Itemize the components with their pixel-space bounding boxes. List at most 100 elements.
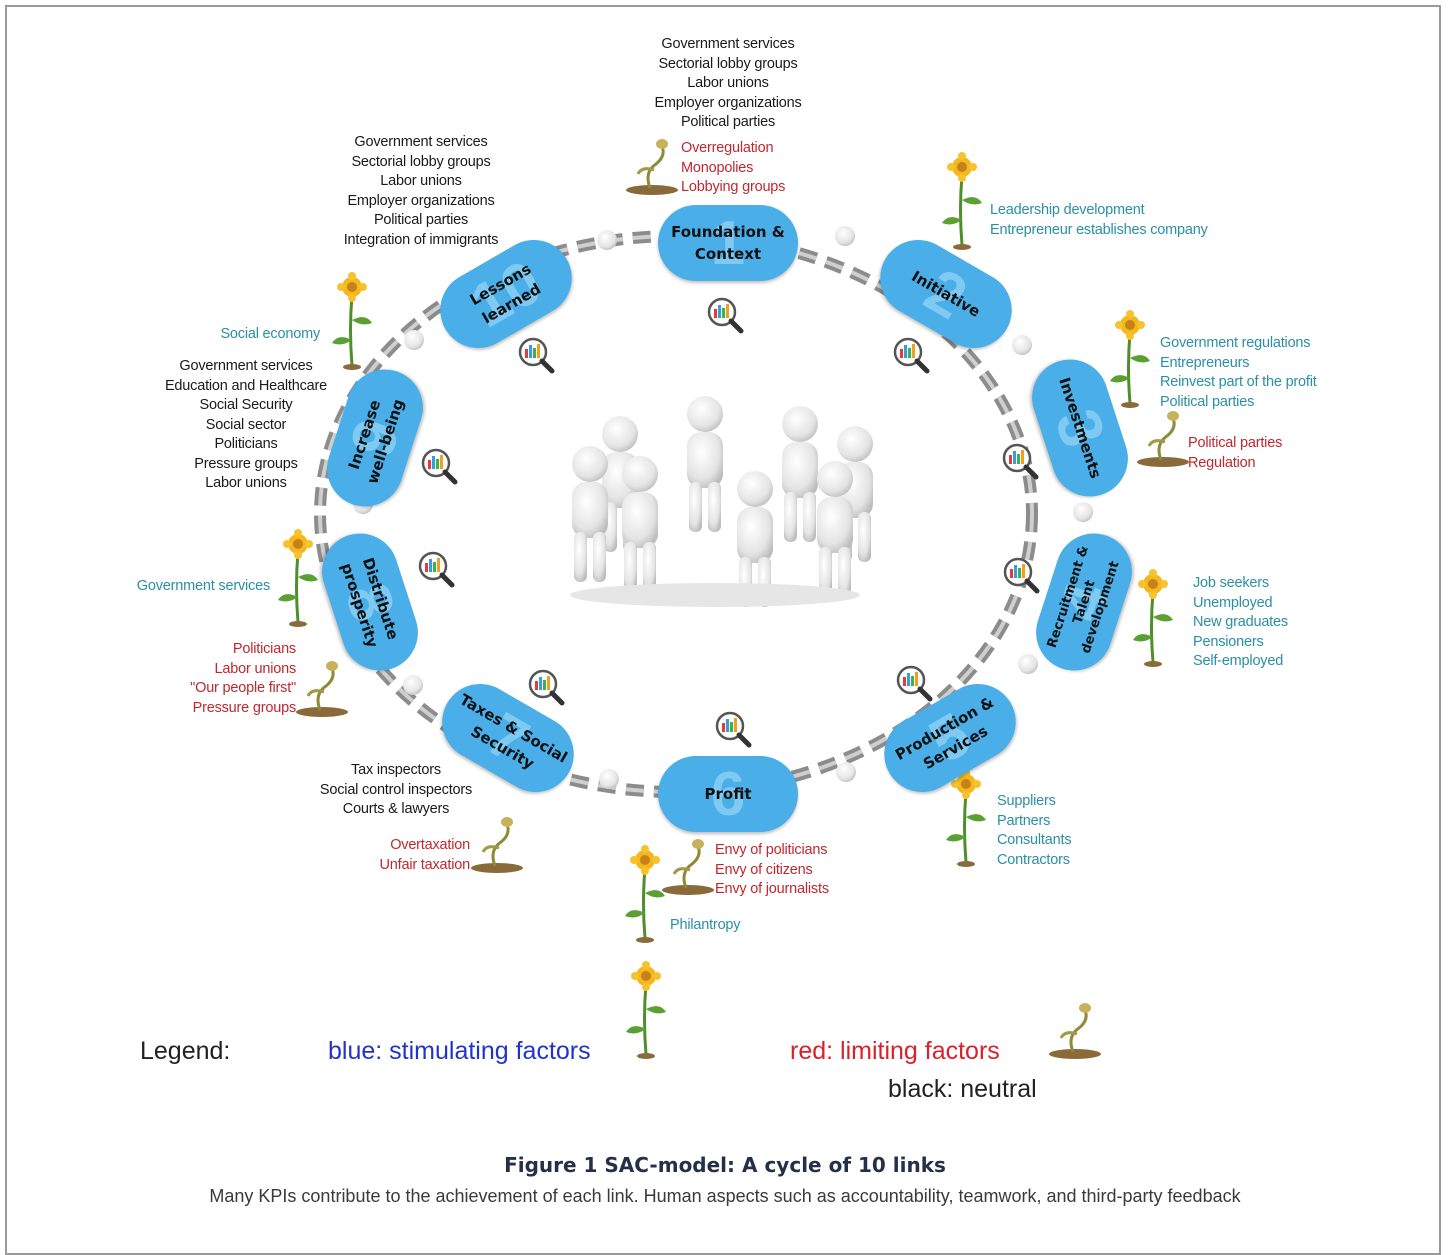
wilted-plant-icon xyxy=(1135,409,1191,469)
magnifier-icon xyxy=(423,450,455,482)
person-figure xyxy=(572,446,608,582)
factor-item: Education and Healthcare xyxy=(164,377,328,394)
factor-item: Overregulation xyxy=(681,140,774,156)
factors-link-6-stimulating: Philantropy xyxy=(670,916,741,936)
magnifier-icon xyxy=(530,671,562,703)
factor-item: Labor unions xyxy=(214,660,297,677)
factor-item: Labor unions xyxy=(687,75,769,91)
factor-item: Social control inspectors xyxy=(319,781,473,798)
person-figure xyxy=(622,456,658,592)
factor-item: Political parties xyxy=(1188,435,1283,451)
factor-item: Unfair taxation xyxy=(379,856,471,873)
factor-item: Unemployed xyxy=(1193,594,1273,611)
flower-icon xyxy=(330,270,374,372)
factor-item: Politicians xyxy=(214,436,278,452)
legend-stimulating: blue: stimulating factors xyxy=(328,1037,591,1065)
flower-icon xyxy=(1131,567,1175,669)
factor-item: Government services xyxy=(354,134,488,150)
flower-icon xyxy=(623,843,667,945)
factor-item: Integration of immigrants xyxy=(343,231,499,248)
legend-title: Legend: xyxy=(140,1037,231,1065)
factor-item: Philantropy xyxy=(670,917,741,933)
legend-limiting: red: limiting factors xyxy=(790,1037,1000,1065)
factor-item: Overtaxation xyxy=(390,837,470,853)
factor-item: Sectorial lobby groups xyxy=(351,153,491,170)
factor-item: Pensioners xyxy=(1193,633,1264,650)
magnifier-icon xyxy=(895,339,927,371)
magnifier-icon xyxy=(420,553,452,585)
factor-item: Leadership development xyxy=(990,202,1145,218)
flower-icon xyxy=(944,767,988,869)
chain-holders xyxy=(353,226,1093,789)
flower-icon xyxy=(276,527,320,629)
factor-item: Sectorial lobby groups xyxy=(658,55,798,72)
flower-icon xyxy=(940,150,984,252)
wilted-plant-icon xyxy=(294,659,350,719)
factor-item: New graduates xyxy=(1193,614,1288,630)
factor-item: Government services xyxy=(661,36,795,52)
wilted-plant-icon xyxy=(624,137,680,197)
link-number: 6 xyxy=(710,759,746,829)
factor-item: Political parties xyxy=(373,212,469,228)
magnifier-icon xyxy=(717,713,749,745)
magnifier-icons xyxy=(420,299,1037,745)
flower-icon xyxy=(624,959,668,1061)
flower-icon xyxy=(1108,308,1152,410)
legend-neutral: black: neutral xyxy=(888,1075,1037,1103)
factor-item: Government services xyxy=(179,358,313,374)
factor-item: Political parties xyxy=(680,114,776,130)
factor-item: Suppliers xyxy=(997,793,1056,809)
factor-item: Envy of politicians xyxy=(715,842,828,858)
factor-item: Government services xyxy=(136,578,270,594)
factor-item: Envy of journalists xyxy=(715,881,829,897)
factor-item: "Our people first" xyxy=(190,680,296,696)
factor-item: Envy of citizens xyxy=(715,861,813,878)
factor-item: Employer organizations xyxy=(654,94,802,111)
factor-item: Reinvest part of the profit xyxy=(1160,374,1317,390)
link-6-profit: 6 Profit xyxy=(658,756,798,832)
factor-item: Political parties xyxy=(1160,393,1255,410)
factor-item: Politicians xyxy=(232,641,296,657)
magnifier-icon xyxy=(520,339,552,371)
magnifier-icon xyxy=(898,667,930,699)
factor-item: Labor unions xyxy=(205,475,287,491)
factors-link-8-stimulating: Government services xyxy=(100,577,270,597)
factor-item: Entrepreneur establishes company xyxy=(990,221,1208,238)
factor-item: Social Security xyxy=(199,397,293,413)
figure-title: Figure 1 SAC-model: A cycle of 10 links xyxy=(504,1153,946,1177)
factor-item: Courts & lawyers xyxy=(342,801,450,817)
factor-item: Social sector xyxy=(205,416,287,433)
factor-item: Lobbying groups xyxy=(681,179,786,195)
factor-item: Monopolies xyxy=(681,159,754,176)
wilted-plant-icon xyxy=(1047,1001,1103,1061)
factors-link-9-stimulating: Social economy xyxy=(140,325,320,345)
link-label: Foundation & Context xyxy=(671,223,785,263)
wilted-plant-icon xyxy=(469,815,525,875)
factor-item: Partners xyxy=(997,812,1051,829)
magnifier-icon xyxy=(709,299,741,331)
person-figure xyxy=(817,461,853,597)
factor-item: Entrepreneurs xyxy=(1160,354,1250,371)
factor-item: Pressure groups xyxy=(192,699,297,716)
link-1-foundation-context: 1 Foundation & Context xyxy=(658,205,798,281)
factor-item: Employer organizations xyxy=(347,192,495,209)
factor-item: Job seekers xyxy=(1193,575,1269,591)
wilted-plant-icon xyxy=(660,837,716,897)
link-number: 1 xyxy=(710,208,746,278)
factor-item: Pressure groups xyxy=(194,455,298,472)
link-label: Profit xyxy=(704,785,752,803)
factor-item: Social economy xyxy=(220,326,320,342)
factor-item: Consultants xyxy=(997,832,1072,848)
person-figure xyxy=(782,406,818,542)
person-figure xyxy=(687,396,723,532)
